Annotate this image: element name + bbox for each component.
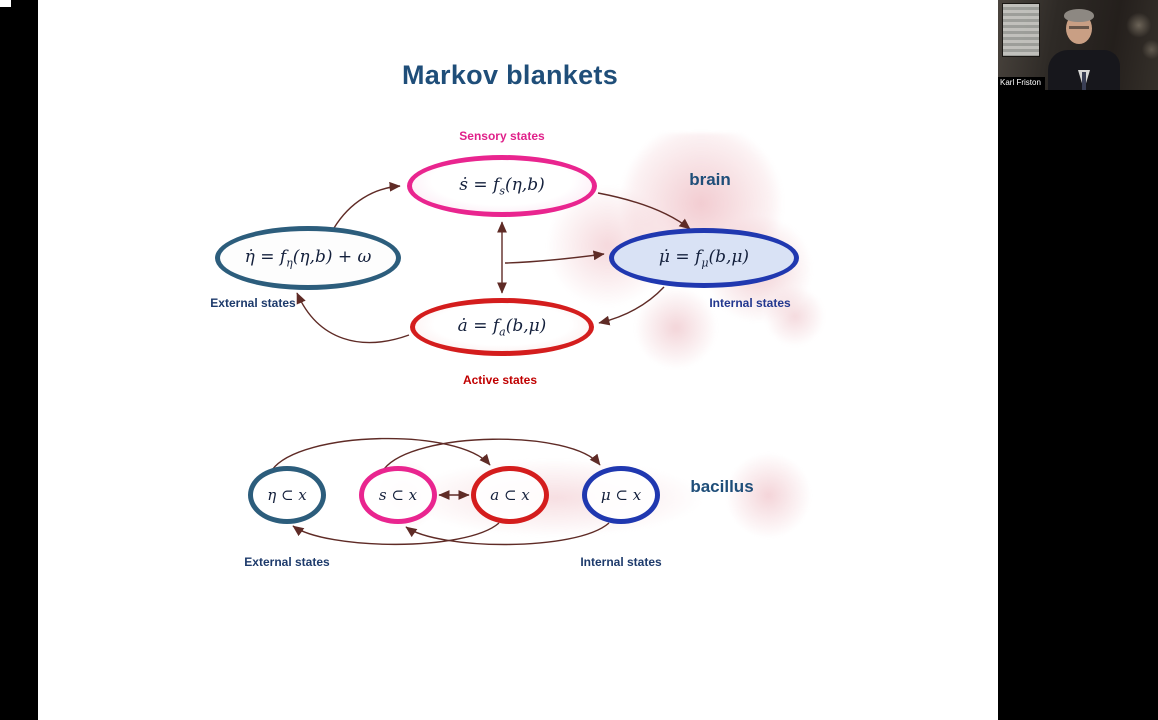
formula-rhs: (b,μ) [708,246,750,267]
formula-sub: η [286,256,293,270]
diagram-arrows [271,181,691,546]
arrow-mid-to-internal [504,250,605,264]
arrow-external-to-sensory [333,181,401,229]
bacillus-label: bacillus [690,477,754,496]
formula-sub: μ [701,256,709,270]
arrow-s-to-mu-arc [383,438,601,470]
internal-states-label-bottom: Internal states [580,555,662,569]
external-formula: η̇ = fη(η,b) + ω [245,247,372,269]
participant-video[interactable]: Karl Friston [998,0,1158,90]
formula-lhs: ṡ = f [459,174,500,195]
person-tie [1082,72,1086,90]
formula-rhs: (η,b) [504,174,545,195]
internal-formula: μ̇ = fμ(b,μ) [659,247,749,269]
video-panel: Karl Friston [998,0,1158,720]
arrow-a-to-eta-arc [292,522,500,546]
window-light [1002,3,1040,57]
screen-artifact [0,0,11,7]
slide-title: Markov blankets [401,60,619,90]
node-a-subset: a ⊂ x [471,466,549,524]
presentation-slide: Markov blankets [38,0,998,720]
participant-name: Karl Friston [998,77,1045,90]
internal-states-node: μ̇ = fμ(b,μ) [609,228,799,288]
arrow-mu-to-s-arc [405,522,610,546]
formula-lhs: μ̇ = f [658,246,702,267]
node-s-text: s ⊂ x [378,486,418,504]
external-states-node: η̇ = fη(η,b) + ω [215,226,401,290]
node-eta-subset: η ⊂ x [248,466,326,524]
node-mu-text: μ ⊂ x [600,486,642,504]
formula-sub: s [499,184,505,198]
active-states-node: ȧ = fa(b,μ) [410,298,594,356]
sensory-states-node: ṡ = fs(η,b) [407,155,597,217]
internal-states-label: Internal states [709,296,791,310]
node-s-subset: s ⊂ x [359,466,437,524]
arrow-eta-to-a-arc [271,437,491,471]
external-states-label-bottom: External states [244,555,330,569]
arrow-active-to-external [296,292,410,344]
sensory-formula: ṡ = fs(η,b) [459,175,544,197]
external-states-label: External states [210,296,296,310]
formula-rhs: (η,b) + ω [292,246,372,267]
person-hair [1064,9,1094,22]
active-formula: ȧ = fa(b,μ) [458,316,547,338]
arrow-sensory-to-internal [597,192,691,230]
formula-sub: a [499,325,506,339]
formula-rhs: (b,μ) [505,315,547,336]
person-glasses [1069,26,1089,29]
formula-lhs: η̇ = f [244,246,287,267]
formula-lhs: ȧ = f [457,315,500,336]
brain-label: brain [689,170,731,189]
arrow-internal-to-active [598,286,665,326]
node-mu-subset: μ ⊂ x [582,466,660,524]
active-states-label: Active states [462,373,538,387]
node-a-text: a ⊂ x [490,486,530,504]
sensory-states-label: Sensory states [459,129,545,143]
node-eta-text: η ⊂ x [267,486,307,504]
